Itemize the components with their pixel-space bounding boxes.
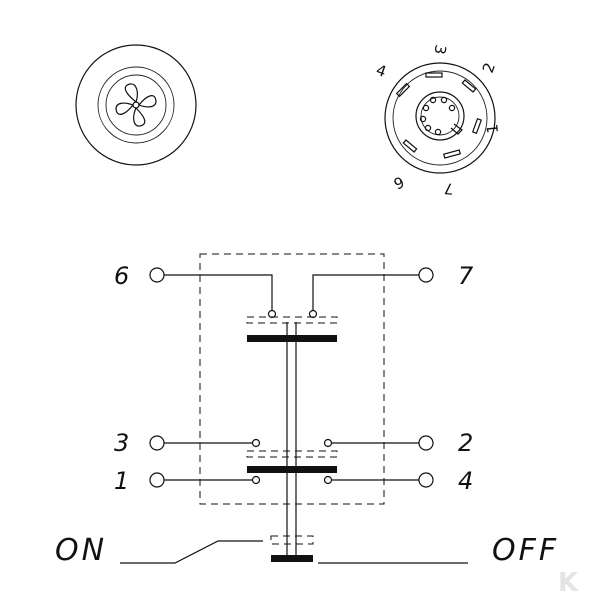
pin-label-4: 4: [374, 61, 389, 81]
terminal-label-7: 7: [458, 262, 474, 290]
pin-label-1: 1: [483, 123, 502, 134]
contact-bridge-lower: [247, 466, 337, 473]
terminal-label-2: 2: [458, 429, 473, 457]
terminal-1: [149, 472, 165, 488]
terminal-label-4: 4: [458, 467, 473, 495]
switch-front-view: [75, 44, 197, 166]
watermark-logo: K: [558, 568, 579, 598]
contact-bridge-upper: [247, 335, 337, 342]
switch-schematic: 6 7 3 2 1 4 ON OFF: [55, 253, 559, 568]
pin-label-2: 2: [479, 60, 499, 75]
fan-icon: [115, 83, 157, 127]
terminal-2: [418, 435, 434, 451]
state-label-on: ON: [55, 533, 107, 568]
terminal-6: [149, 267, 165, 283]
pin-label-3: 3: [430, 43, 449, 56]
pin-label-7: 7: [443, 179, 454, 198]
switch-rear-view: 3 4 2 1 6 7: [374, 43, 502, 198]
contact-set-1-4: [149, 472, 434, 488]
connector-pins-icon: [395, 72, 483, 159]
contact-set-6-7: [149, 267, 434, 342]
terminal-label-3: 3: [114, 429, 129, 457]
terminal-label-1: 1: [114, 467, 129, 495]
terminal-label-6: 6: [114, 262, 129, 290]
terminal-3: [149, 435, 165, 451]
terminal-7: [418, 267, 434, 283]
on-off-actuator: [120, 535, 468, 564]
terminal-4: [418, 472, 434, 488]
pin-label-6: 6: [391, 172, 407, 192]
contact-set-3-2: [149, 435, 434, 473]
state-label-off: OFF: [492, 533, 559, 568]
